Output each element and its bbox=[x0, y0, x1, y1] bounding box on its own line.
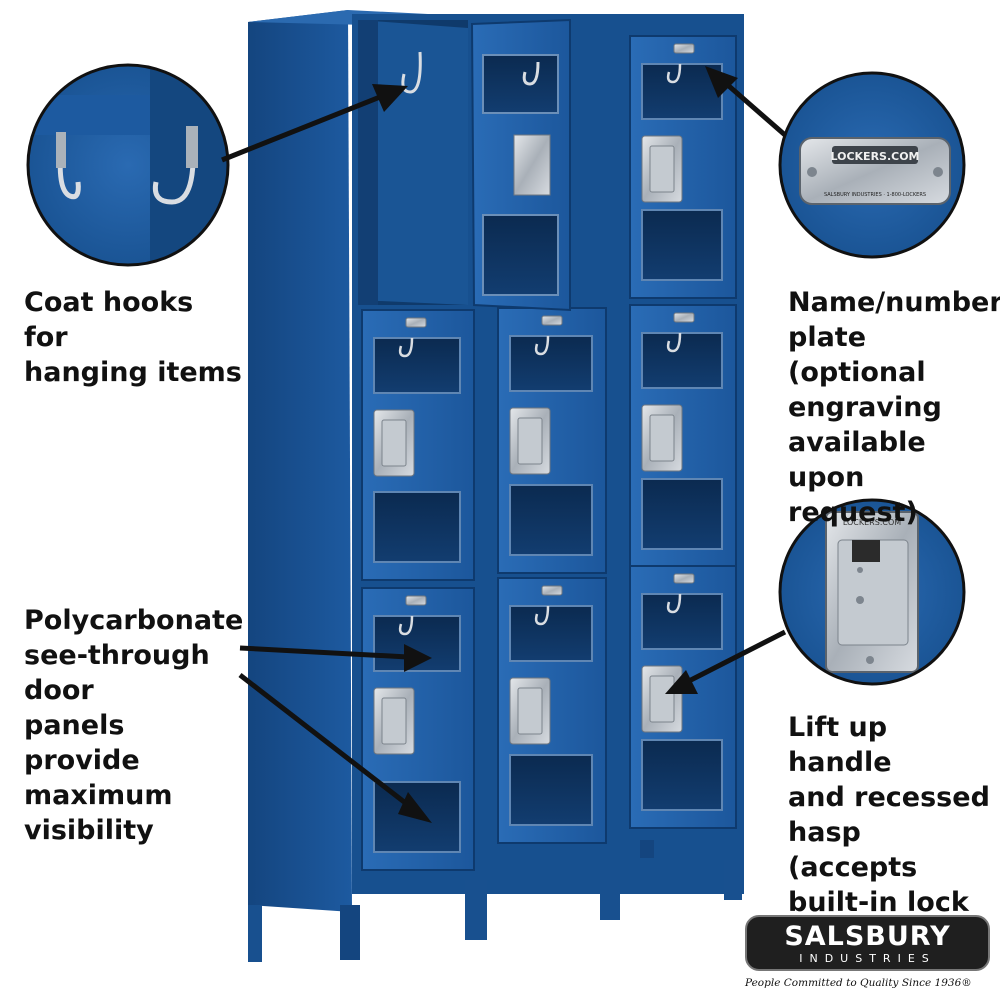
brand-logo: SALSBURY INDUSTRIES bbox=[745, 915, 990, 971]
brand-name: SALSBURY bbox=[784, 921, 951, 952]
recessed-hasp bbox=[517, 687, 543, 735]
number-plate bbox=[673, 573, 695, 584]
coat-hook bbox=[398, 615, 414, 636]
door-window bbox=[509, 605, 593, 662]
recessed-hasp bbox=[517, 417, 543, 465]
door-window bbox=[509, 754, 593, 826]
coat-hook bbox=[666, 593, 682, 614]
plate-small-text: SALSBURY INDUSTRIES · 1-800-LOCKERS bbox=[824, 192, 926, 198]
plate-main-text: LOCKERS.COM bbox=[830, 150, 919, 163]
number-plate bbox=[541, 585, 563, 596]
handle-plate-text: LOCKERS.COM bbox=[843, 518, 901, 527]
brand-tagline: People Committed to Quality Since 1936® bbox=[745, 977, 972, 989]
door-window bbox=[373, 337, 461, 394]
recessed-hasp bbox=[381, 419, 407, 467]
coat-hooks-zoom bbox=[26, 63, 230, 267]
door-window bbox=[641, 593, 723, 650]
door-window bbox=[373, 491, 461, 563]
number-plate bbox=[673, 43, 695, 54]
number-plate bbox=[541, 315, 563, 326]
door-window bbox=[509, 335, 593, 392]
locker-doors bbox=[361, 35, 737, 871]
door-window bbox=[641, 478, 723, 550]
handle-zoom: LOCKERS.COM bbox=[778, 498, 966, 686]
coat-hooks-caption: Coat hooks for hanging items bbox=[24, 287, 242, 388]
name-plate-caption: Name/number plate (optional engraving av… bbox=[788, 287, 1000, 528]
door-window bbox=[641, 209, 723, 281]
number-plate bbox=[405, 317, 427, 328]
brand-sub: INDUSTRIES bbox=[799, 952, 936, 965]
coat-hook bbox=[666, 63, 682, 84]
recessed-hasp bbox=[649, 414, 675, 462]
callout-arrows bbox=[221, 66, 787, 823]
name-plate-zoom: LOCKERS.COM SALSBURY INDUSTRIES · 1-800-… bbox=[778, 71, 966, 259]
recessed-hasp bbox=[649, 145, 675, 193]
coat-hook bbox=[398, 337, 414, 358]
door-window bbox=[641, 332, 723, 389]
number-plate bbox=[673, 312, 695, 323]
coat-hook bbox=[534, 605, 550, 626]
number-plate bbox=[405, 595, 427, 606]
recessed-hasp bbox=[649, 675, 675, 723]
door-window bbox=[373, 781, 461, 853]
door-panels-caption: Polycarbonate see-through door panels pr… bbox=[24, 605, 244, 846]
recessed-hasp bbox=[381, 697, 407, 745]
coat-hook bbox=[666, 332, 682, 353]
coat-hook bbox=[534, 335, 550, 356]
door-window bbox=[641, 739, 723, 811]
open-compartment bbox=[358, 18, 571, 312]
door-window bbox=[509, 484, 593, 556]
